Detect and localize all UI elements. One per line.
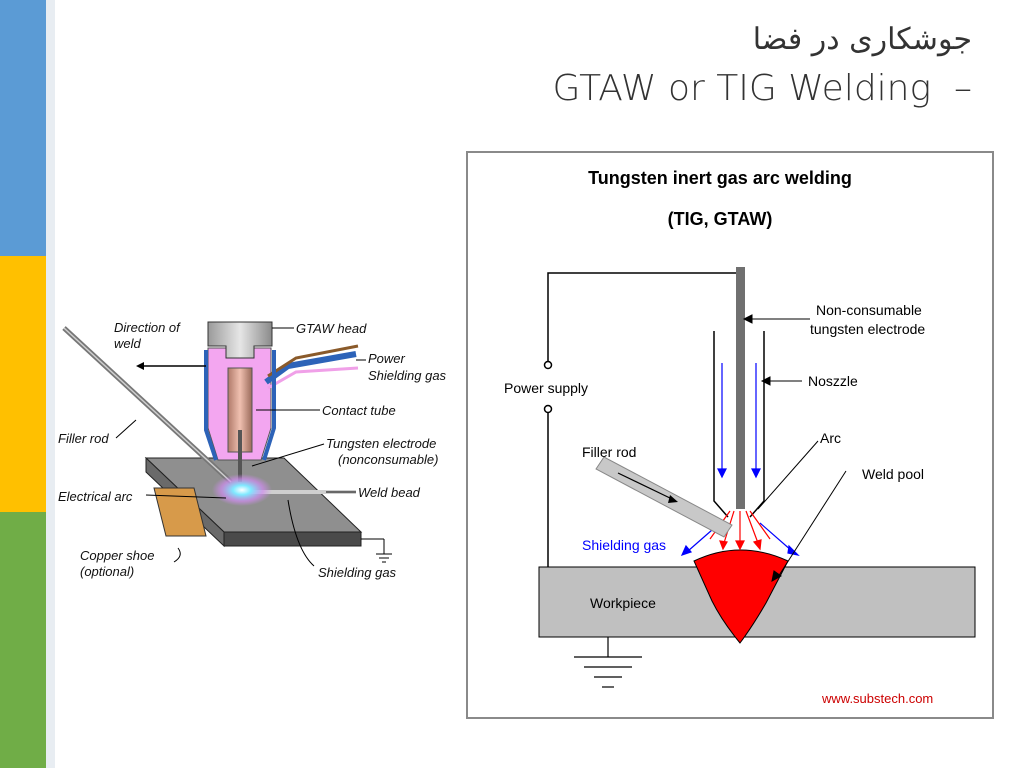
label-power: Power <box>368 351 406 366</box>
slide-title-persian: جوشکاری در فضا <box>752 22 972 57</box>
label-direction-of-weld-2: weld <box>114 336 142 351</box>
label-shielding-gas-right: Shielding gas <box>582 537 666 553</box>
accent-bar-blue <box>0 0 46 256</box>
label-tungsten-electrode-right: tungsten electrode <box>810 321 925 337</box>
label-copper-shoe: Copper shoe <box>80 548 154 563</box>
arc-glow <box>212 474 272 506</box>
power-supply-circuit <box>543 272 740 567</box>
filler-rod-right <box>595 456 733 538</box>
label-nozzle: Noszzle <box>808 373 858 389</box>
tig-schematic-diagram: Tungsten inert gas arc welding (TIG, GTA… <box>466 151 994 719</box>
copper-shoe <box>153 487 207 537</box>
label-workpiece: Workpiece <box>590 595 656 611</box>
gtaw-head <box>207 321 273 359</box>
label-non-consumable: Non-consumable <box>816 302 922 318</box>
label-url: www.substech.com <box>821 691 933 706</box>
diagram-subtitle: (TIG, GTAW) <box>668 209 773 229</box>
label-filler-rod: Filler rod <box>58 431 109 446</box>
label-direction-of-weld: Direction of <box>114 320 181 335</box>
label-shielding-gas-top: Shielding gas <box>368 368 447 383</box>
label-electrical-arc: Electrical arc <box>58 489 133 504</box>
gtaw-torch-diagram: Direction of weld GTAW head Power Shield… <box>58 320 447 580</box>
ground-symbol <box>361 538 392 563</box>
accent-bar-yellow <box>0 256 46 512</box>
slide-title-english: GTAW or TIG Welding – <box>552 68 972 109</box>
label-contact-tube: Contact tube <box>322 403 396 418</box>
accent-bar-green <box>0 512 46 768</box>
weld-pool <box>693 549 789 644</box>
label-shielding-gas-bottom: Shielding gas <box>318 565 397 580</box>
diagram-title: Tungsten inert gas arc welding <box>588 168 852 188</box>
label-tungsten-electrode-2: (nonconsumable) <box>338 452 438 467</box>
label-gtaw-head: GTAW head <box>296 321 367 336</box>
label-weld-bead: Weld bead <box>358 485 421 500</box>
label-power-supply: Power supply <box>504 380 588 396</box>
tungsten-electrode-right <box>736 267 745 509</box>
label-tungsten-electrode: Tungsten electrode <box>326 436 436 451</box>
nozzle <box>713 331 765 518</box>
label-filler-rod-right: Filler rod <box>582 444 636 460</box>
accent-bar-divider <box>46 0 55 768</box>
label-copper-shoe-2: (optional) <box>80 564 134 579</box>
ground-symbol-right <box>574 637 642 688</box>
label-weld-pool: Weld pool <box>862 466 924 482</box>
label-arc: Arc <box>820 430 841 446</box>
